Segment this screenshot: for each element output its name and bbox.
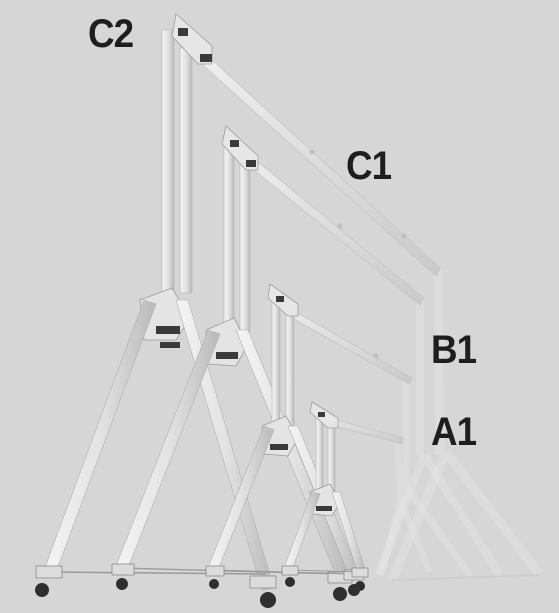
- gantry-c1-far-frame: [374, 300, 504, 578]
- gantry-a1-far-frame: [379, 439, 433, 574]
- size-label-a1: A1: [431, 410, 477, 454]
- gantry-c2-beam: [175, 21, 441, 277]
- size-label-c1: C1: [346, 144, 392, 188]
- size-label-b1: B1: [431, 328, 477, 372]
- gantry-c2-far-frame: [387, 269, 544, 582]
- gantry-b1-far-frame: [376, 380, 473, 578]
- size-label-c2: C2: [88, 12, 134, 56]
- gantry-a1-frame: [281, 401, 369, 591]
